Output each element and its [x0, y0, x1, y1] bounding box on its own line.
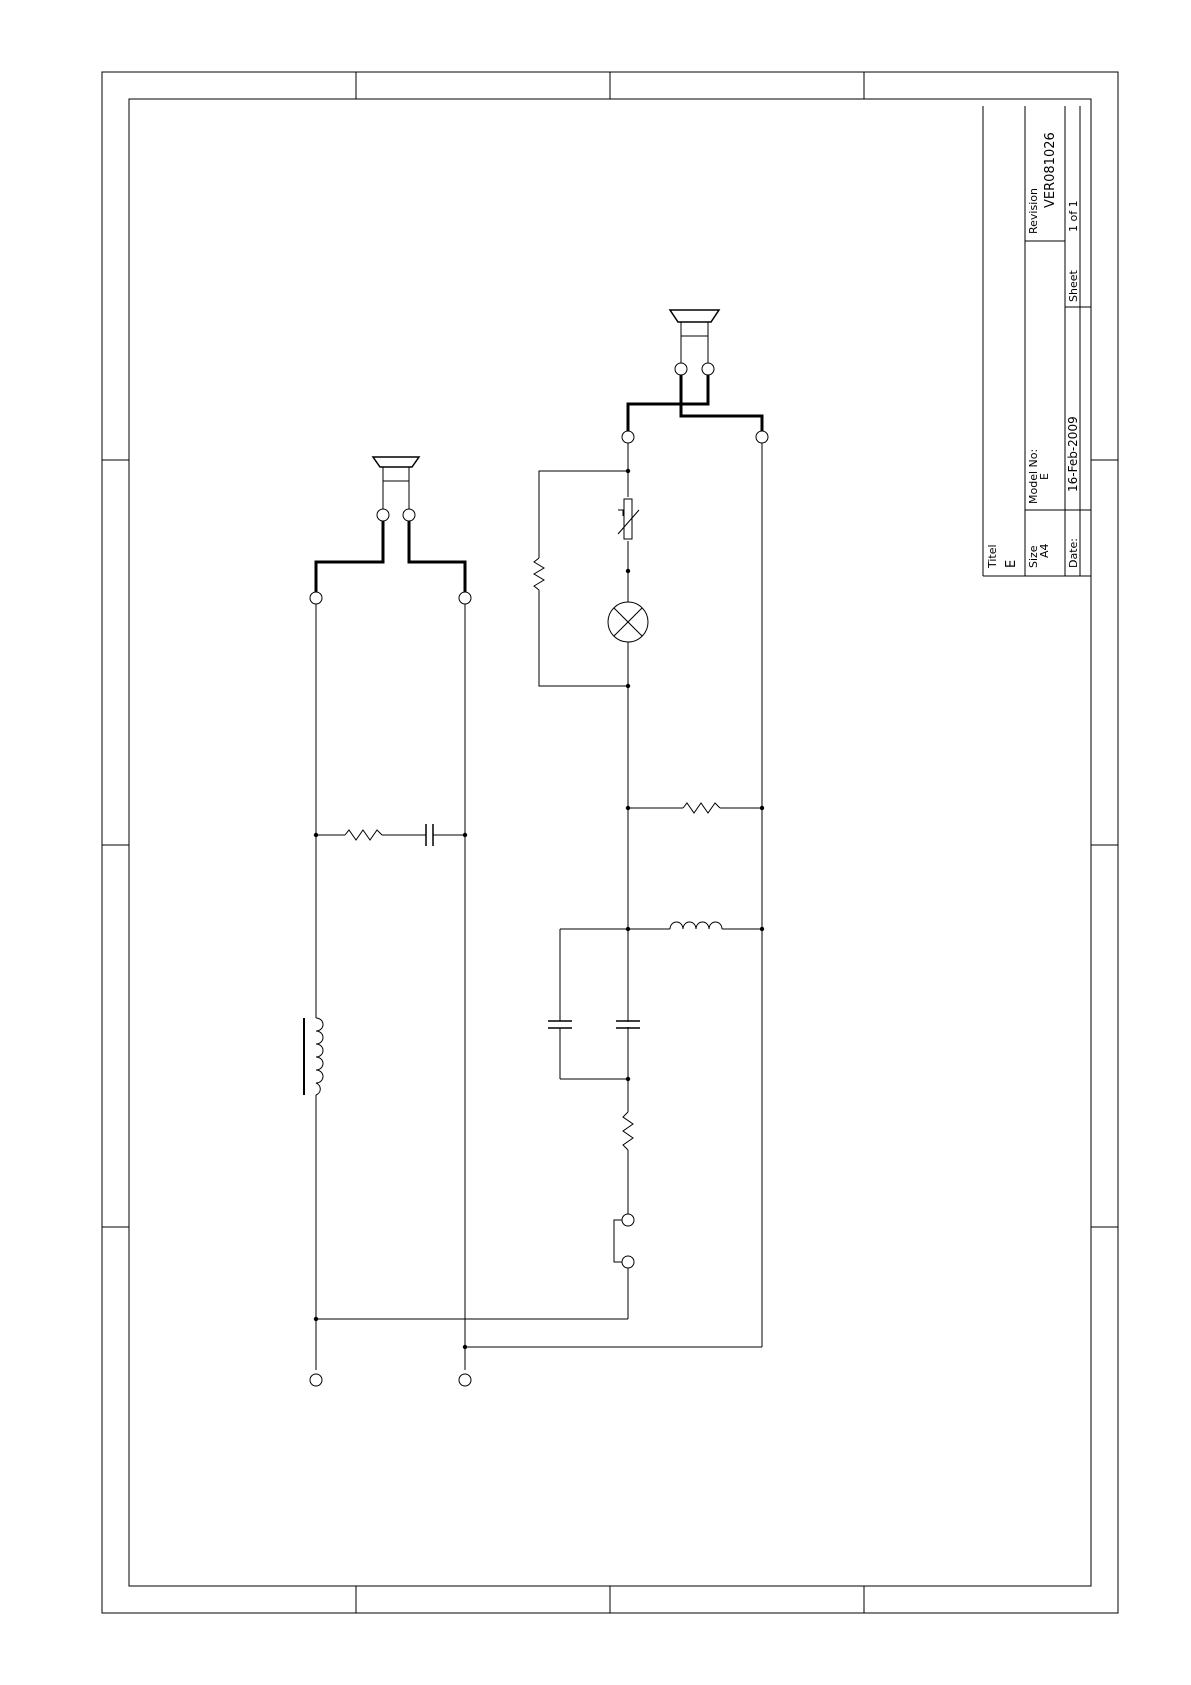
left-terminal-top-b — [459, 592, 471, 604]
input-terminal-a — [310, 1374, 322, 1386]
junction-dot — [314, 1317, 318, 1321]
drawing-frame — [102, 72, 1118, 1613]
right-terminal-top-b — [756, 431, 768, 443]
right-speaker-terminal-a — [675, 363, 687, 375]
bypass-resistor — [534, 558, 544, 590]
input-terminal-b — [459, 1374, 471, 1386]
junction-dot — [626, 806, 630, 810]
bypass-wire — [539, 590, 628, 686]
right-terminal-top-a — [622, 431, 634, 443]
left-speaker-terminal-a — [377, 509, 389, 521]
size-value: A4 — [1038, 543, 1051, 558]
series-resistor — [623, 1112, 633, 1150]
junction-dot — [314, 833, 318, 837]
left-speaker-terminal-b — [403, 509, 415, 521]
jumper-terminal-b — [622, 1256, 634, 1268]
bypass-wire — [539, 471, 628, 558]
junction-dot — [760, 927, 764, 931]
title-block: Titel E Size A4 Model No: E Revision VER… — [983, 106, 1091, 576]
zobel-resistor — [345, 830, 382, 840]
left-speaker-wire-b — [409, 521, 465, 592]
date-value: 16-Feb-2009 — [1066, 416, 1080, 492]
junction-dot — [626, 569, 630, 573]
series-inductor — [670, 922, 722, 929]
left-speaker-symbol — [373, 457, 419, 509]
junction-dot — [626, 1077, 630, 1081]
titel-label: Titel — [986, 544, 999, 569]
left-terminal-top-a — [310, 592, 322, 604]
jumper-link — [614, 1220, 622, 1262]
jumper-terminal-a — [622, 1214, 634, 1226]
cap-gap-mask — [625, 1022, 631, 1027]
inner-border — [129, 99, 1091, 1586]
revision-label: Revision — [1027, 188, 1040, 234]
junction-dot — [760, 806, 764, 810]
revision-value: VER081026 — [1043, 132, 1058, 208]
shunt-resistor — [683, 803, 720, 813]
junction-dot — [463, 833, 467, 837]
junction-dot — [626, 927, 630, 931]
junction-dot — [626, 469, 630, 473]
speaker-cone — [670, 310, 719, 322]
ptc-arrow-head — [618, 510, 623, 516]
outer-border — [102, 72, 1118, 1613]
model-value: E — [1038, 473, 1051, 480]
left-circuit — [304, 457, 762, 1386]
date-label: Date: — [1067, 538, 1080, 568]
titel-value: E — [1004, 560, 1019, 568]
right-speaker-terminal-b — [702, 363, 714, 375]
sheet-value: 1 of 1 — [1067, 200, 1080, 232]
left-speaker-wire-a — [316, 521, 383, 592]
right-speaker-wire-a — [628, 375, 708, 431]
left-inductor — [316, 1018, 323, 1095]
speaker-cone — [373, 457, 419, 467]
junction-dot — [463, 1345, 467, 1349]
speaker-magnet — [681, 322, 708, 336]
ptc-arrow — [618, 510, 639, 534]
speaker-magnet — [383, 467, 409, 481]
junction-dot — [626, 684, 630, 688]
right-circuit — [534, 310, 768, 1347]
right-speaker-symbol — [670, 310, 719, 363]
sheet-label: Sheet — [1067, 270, 1080, 302]
